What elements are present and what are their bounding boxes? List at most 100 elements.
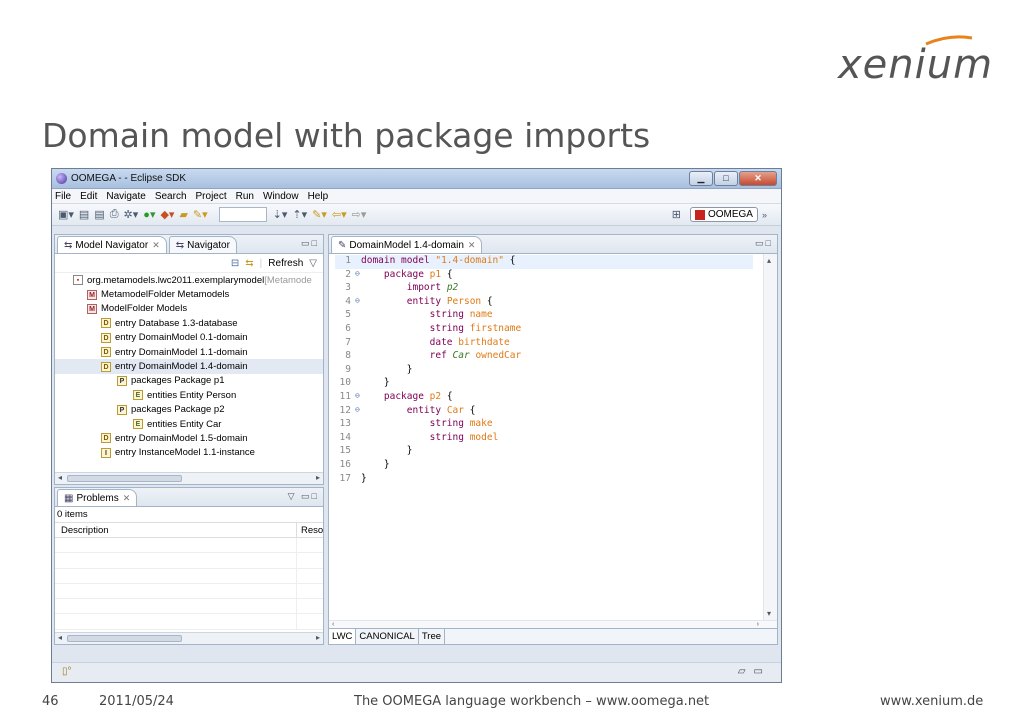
column-resource[interactable]: Reso (301, 524, 324, 536)
statusbar-right-icons[interactable]: ▱▭ (737, 666, 771, 677)
scroll-left-icon[interactable]: ◂ (58, 473, 63, 482)
table-row (55, 553, 323, 569)
scroll-up-icon[interactable]: ▴ (767, 256, 772, 265)
fold-icon[interactable]: ⊖ (355, 295, 360, 305)
tab-problems[interactable]: ▦ Problems ✕ (57, 489, 138, 506)
tree-item[interactable]: ▪org.metamodels.lwc2011.exemplarymodel [… (55, 273, 323, 287)
code-token: date (429, 336, 459, 348)
perspective-label: OOMEGA (707, 209, 753, 220)
d-icon: D (101, 361, 111, 372)
refresh-button[interactable]: Refresh (268, 257, 304, 269)
panel-view-menu-icons[interactable]: ▽ ▭□ (287, 491, 319, 501)
last-edit-icon[interactable]: ✎▾ (312, 209, 327, 221)
scroll-left-icon[interactable]: ‹ (332, 621, 335, 628)
tab-lwc[interactable]: LWC (329, 629, 357, 644)
prev-annotation-icon[interactable]: ⇡▾ (292, 209, 308, 221)
menu-window[interactable]: Window (263, 190, 299, 202)
navigator-hscrollbar[interactable]: ◂ ▸ (55, 472, 323, 484)
more-perspectives-icon[interactable]: » (761, 209, 767, 220)
fold-icon[interactable]: ⊖ (355, 390, 360, 400)
menu-edit[interactable]: Edit (80, 190, 98, 202)
editor-hscrollbar[interactable]: ‹ › (329, 620, 777, 628)
maximize-button[interactable]: □ (714, 171, 738, 186)
scroll-thumb[interactable] (67, 635, 182, 642)
open-folder-icon[interactable]: ▰ (179, 209, 188, 221)
scroll-down-icon[interactable]: ▾ (767, 609, 772, 618)
menu-navigate[interactable]: Navigate (106, 190, 146, 202)
debug-icon[interactable]: ✲▾ (123, 209, 139, 221)
run-icon[interactable]: ●▾ (143, 209, 156, 221)
new-icon[interactable]: ▣▾ (58, 209, 74, 221)
print-icon[interactable]: ⎙ (109, 208, 119, 220)
external-tools-icon[interactable]: ◆▾ (160, 209, 175, 221)
fast-view-icon[interactable]: ▯° (62, 666, 72, 677)
tab-model-navigator[interactable]: ⇆ Model Navigator ✕ (57, 236, 167, 253)
editor-vscrollbar[interactable]: ▴ ▾ (763, 254, 777, 620)
collapse-all-icon[interactable]: ⊟ (230, 257, 240, 269)
menu-project[interactable]: Project (195, 190, 227, 202)
minimize-button[interactable]: ▁ (689, 171, 713, 186)
scroll-right-icon[interactable]: › (756, 621, 759, 628)
footer-page-number: 46 (42, 694, 59, 709)
p-icon: P (117, 404, 127, 415)
eclipse-icon (56, 173, 67, 184)
table-row (55, 568, 323, 584)
code-token: string (429, 309, 470, 321)
close-button[interactable]: ✕ (739, 171, 777, 186)
tree-item-label: entities Entity Car (147, 418, 222, 430)
menu-file[interactable]: File (55, 190, 72, 202)
tab-navigator[interactable]: ⇆ Navigator (168, 236, 237, 253)
perspective-oomega-button[interactable]: OOMEGA (689, 207, 758, 222)
problems-hscrollbar[interactable]: ◂ ▸ (55, 632, 323, 644)
close-tab-icon[interactable]: ✕ (152, 239, 160, 250)
toolbar-combo[interactable] (218, 207, 267, 222)
model-navigator-panel: ⇆ Model Navigator ✕ ⇆ Navigator ▭□ ⊟ ⇆ |… (54, 234, 324, 485)
close-tab-icon[interactable]: ✕ (122, 492, 131, 503)
panel-min-max-icons[interactable]: ▭□ (301, 238, 319, 248)
menu-run[interactable]: Run (235, 190, 254, 202)
fold-icon[interactable]: ⊖ (355, 268, 360, 278)
fold-icon[interactable]: ⊖ (355, 404, 360, 414)
tab-tree[interactable]: Tree (419, 629, 446, 644)
back-icon[interactable]: ⇦▾ (331, 209, 347, 221)
open-perspective-icon[interactable]: ⊞ (671, 209, 681, 221)
tree-item-label: entry InstanceModel 1.1-instance (115, 447, 255, 459)
forward-icon[interactable]: ⇨▾ (351, 209, 367, 221)
menu-search[interactable]: Search (154, 190, 187, 202)
code-token: Person (446, 295, 482, 307)
scroll-thumb[interactable] (67, 475, 182, 482)
scroll-right-icon[interactable]: ▸ (315, 633, 320, 642)
column-description[interactable]: Description (55, 523, 297, 537)
panel-min-max-icons[interactable]: ▭□ (755, 238, 773, 248)
link-editor-icon[interactable]: ⇆ (245, 257, 254, 269)
scroll-left-icon[interactable]: ◂ (58, 633, 63, 642)
code-token: "1.4-domain" (435, 255, 504, 266)
tab-canonical[interactable]: CANONICAL (356, 629, 419, 644)
pen-icon[interactable]: ✎▾ (192, 209, 208, 221)
code-token (361, 405, 407, 419)
close-tab-icon[interactable]: ✕ (467, 239, 476, 250)
scroll-right-icon[interactable]: ▸ (315, 473, 320, 482)
code-token: ref (429, 350, 453, 362)
view-menu-icon[interactable]: ▽ (309, 257, 317, 269)
code-token: entity (406, 404, 447, 416)
next-annotation-icon[interactable]: ⇣▾ (272, 209, 288, 221)
tab-domainmodel-editor[interactable]: ✎ DomainModel 1.4-domain ✕ (331, 236, 483, 253)
menu-help[interactable]: Help (307, 190, 329, 202)
save-all-icon[interactable]: ▤ (94, 209, 105, 221)
save-icon[interactable]: ▤ (78, 209, 90, 221)
